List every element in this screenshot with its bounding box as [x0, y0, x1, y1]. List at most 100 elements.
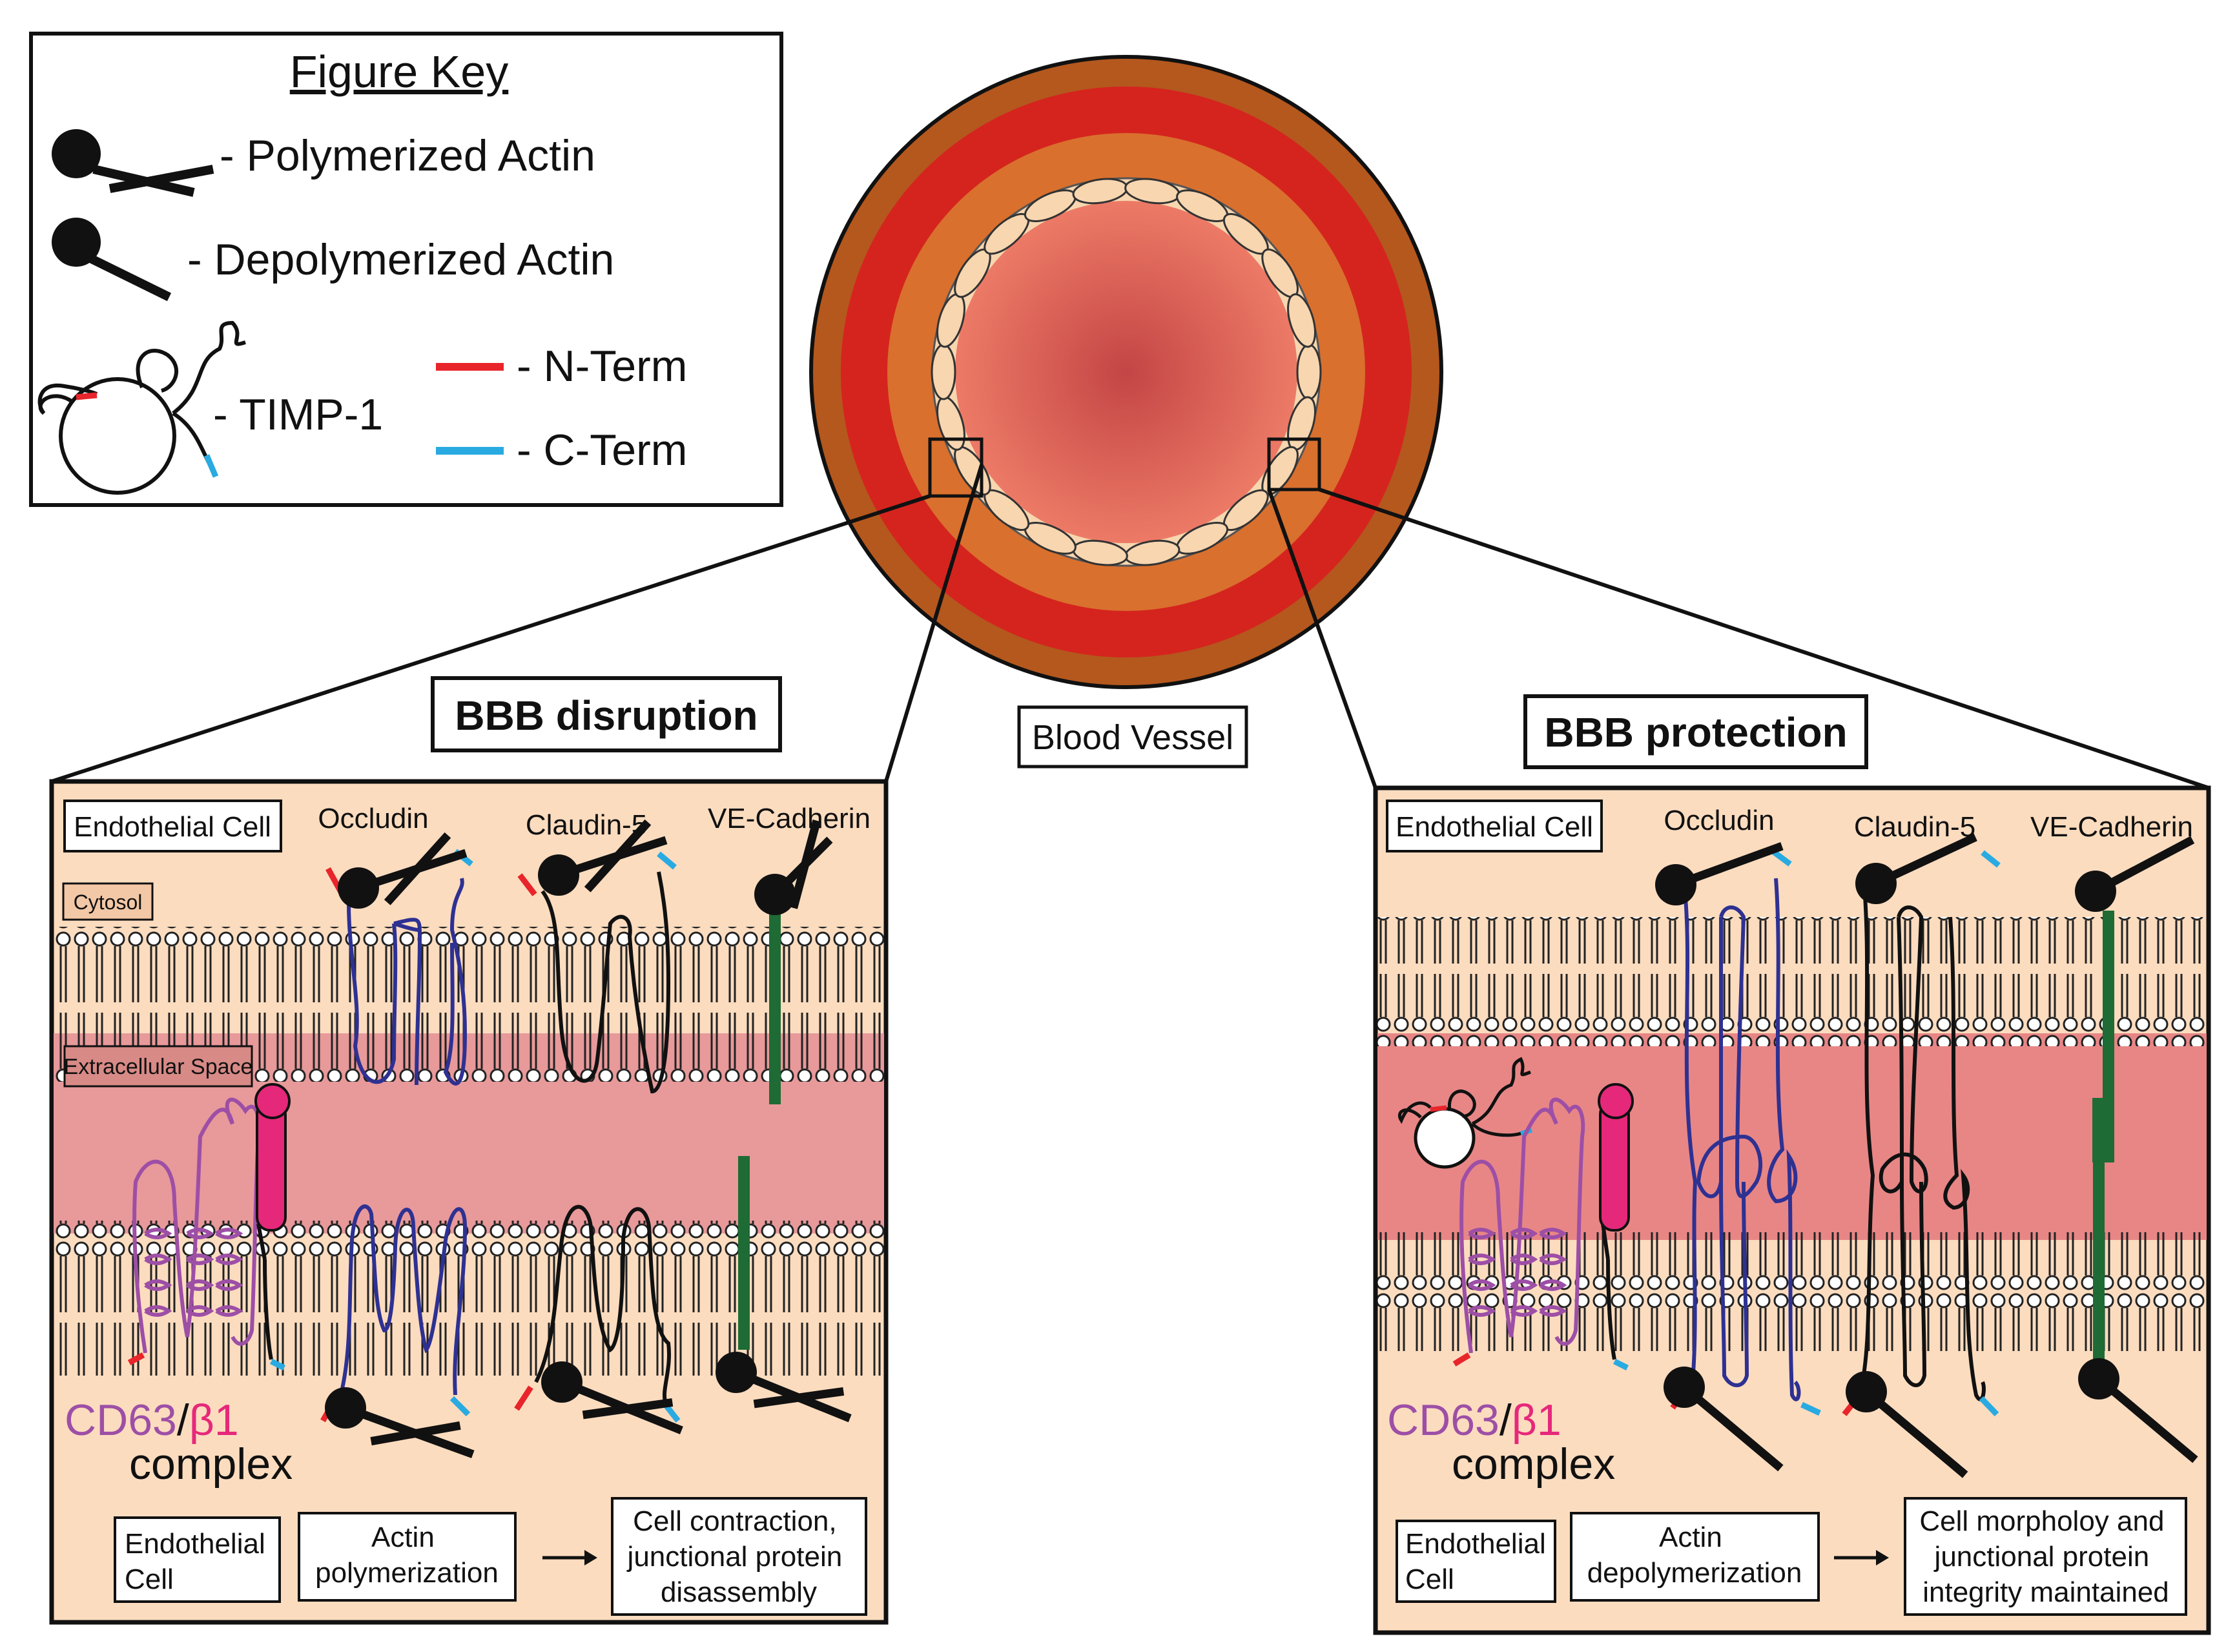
key-polymerized-actin-label: - Polymerized Actin	[220, 131, 595, 180]
endothelial-cell	[1287, 293, 1316, 348]
blood-vessel-cross-section	[809, 55, 1443, 689]
right-flow-box-outcome-text: Cell morpholoy and junctional protein in…	[1919, 1505, 2172, 1608]
left-occludin-label: Occludin	[318, 803, 428, 834]
right-slash-text: /	[1499, 1396, 1512, 1445]
left-cd63-text: CD63	[65, 1396, 177, 1445]
depolymerized-actin-icon	[1664, 1367, 1784, 1472]
left-cytosol-box	[62, 882, 154, 921]
right-upper-membrane	[1377, 917, 2207, 1046]
left-cell-label-box	[63, 800, 282, 852]
key-depolymerized-actin-label: - Depolymerized Actin	[187, 235, 614, 284]
left-actin-filaments	[325, 819, 852, 1458]
depolymerized-actin-icon	[2075, 836, 2195, 912]
left-complex-word: complex	[129, 1440, 293, 1489]
endothelial-cell-ring	[931, 178, 1322, 566]
right-timp1-molecule	[1397, 1057, 1532, 1169]
depolymerized-actin-icon	[1846, 1371, 1968, 1478]
right-claudin5-c-term-lower	[1979, 1396, 1999, 1417]
left-occludin-lower-c-term	[449, 1396, 471, 1417]
polymerized-actin-icon	[538, 819, 668, 896]
left-claudin5-label: Claudin-5	[526, 809, 647, 841]
polymerized-actin-icon	[541, 1361, 683, 1434]
right-cd63-n-term	[1452, 1352, 1471, 1367]
figure-key: Figure Key - Polymerized Actin - Depolym…	[29, 32, 783, 507]
polymerized-actin-icon	[716, 1352, 852, 1423]
right-complex-word: complex	[1452, 1440, 1615, 1489]
right-occludin-c-term-lower	[1800, 1401, 1821, 1416]
right-complex-label: CD63/β1	[1387, 1396, 1561, 1445]
zoom-line-left-inner	[884, 464, 984, 782]
left-extracellular-box	[63, 1045, 253, 1088]
left-claudin5-upper-c-term	[657, 851, 677, 870]
key-polymerized-actin-icon	[52, 129, 214, 197]
right-cd63-text: CD63	[1387, 1396, 1499, 1445]
left-claudin5-upper-n-term	[517, 873, 537, 896]
left-flow-box-cell	[114, 1516, 281, 1603]
figure-key-title: Figure Key	[290, 46, 508, 97]
right-beta1-integrin	[1598, 1083, 1634, 1371]
right-occludin-spanning	[1684, 878, 1801, 1401]
polymerized-actin-icon	[325, 1387, 475, 1458]
depolymerized-actin-icon	[1855, 833, 1977, 904]
right-ve-cadherin-spanning	[2092, 911, 2114, 1363]
right-occludin-label: Occludin	[1664, 805, 1774, 836]
left-occludin-lower	[340, 1204, 468, 1396]
key-depolymerized-actin-icon	[52, 218, 172, 302]
right-panel-title: BBB protection	[1544, 709, 1847, 756]
right-panel-bbb-protection: BBB protection Endothelial Cell Occludin…	[1373, 694, 2211, 1635]
right-flow-box-outcome	[1904, 1497, 2187, 1616]
zoom-line-right-inner	[1267, 488, 1377, 789]
left-claudin5-lower	[534, 1204, 671, 1402]
left-panel-title-box	[431, 676, 782, 752]
right-flow-arrow-icon	[1834, 1550, 1889, 1565]
left-flow-box-cell-text: Endothelial Cell	[125, 1528, 273, 1595]
right-cd63-tetraspanin	[1459, 1097, 1585, 1354]
blood-vessel-label-box	[1017, 705, 1248, 769]
right-claudin5-c-term-upper	[1981, 850, 2001, 868]
left-panel-bbb-disruption: BBB disruption Endothelial Cell Cytosol …	[49, 676, 889, 1625]
blood-vessel-label: Blood Vessel	[1032, 718, 1233, 757]
left-flow-box-outcome	[611, 1497, 867, 1616]
endothelial-cell	[1296, 344, 1322, 400]
left-flow-box-actin-text: Actin polymerization	[315, 1522, 499, 1589]
right-b1-text: β1	[1512, 1396, 1561, 1445]
right-cell-label-box	[1386, 800, 1603, 852]
right-actin-filaments	[1655, 833, 2198, 1478]
endothelial-cell	[931, 344, 956, 400]
left-b1-text: β1	[189, 1396, 239, 1445]
left-ve-cadherin-label: VE-Cadherin	[708, 803, 871, 834]
key-c-term-label: - C-Term	[517, 426, 687, 475]
left-cytosol-label: Cytosol	[74, 891, 143, 914]
zoom-line-left-outer	[51, 494, 931, 783]
right-claudin5-label: Claudin-5	[1854, 811, 1975, 843]
key-timp1-label: - TIMP-1	[213, 390, 383, 439]
depolymerized-actin-icon	[1655, 841, 1784, 905]
left-cell-label: Endothelial Cell	[74, 811, 271, 843]
left-cd63-n-term	[127, 1352, 145, 1365]
left-extracellular-label: Extracellular Space	[64, 1055, 253, 1079]
key-n-term-label: - N-Term	[517, 342, 687, 391]
right-panel-title-box	[1523, 694, 1868, 769]
left-slash-text: /	[177, 1396, 189, 1445]
left-flow-box-actin	[298, 1512, 517, 1602]
right-flow-box-actin-text: Actin depolymerization	[1587, 1522, 1802, 1589]
left-flow-box-outcome-text: Cell contraction, junctional protein dis…	[626, 1505, 850, 1608]
left-claudin5-upper	[541, 871, 671, 1094]
left-beta1-integrin	[254, 1083, 291, 1371]
left-complex-label: CD63/β1	[65, 1396, 239, 1445]
right-ve-cadherin-label: VE-Cadherin	[2030, 811, 2193, 843]
right-occludin-c-term-upper	[1771, 849, 1792, 867]
right-flow-box-cell-text: Endothelial Cell	[1405, 1528, 1554, 1595]
left-occludin-upper	[347, 878, 468, 1086]
left-flow-arrow-icon	[542, 1550, 597, 1565]
right-claudin5-spanning	[1858, 871, 1986, 1401]
right-cell-label: Endothelial Cell	[1396, 811, 1593, 843]
right-extracellular-space	[1377, 1033, 2207, 1240]
polymerized-actin-icon	[338, 832, 468, 909]
depolymerized-actin-icon	[2078, 1358, 2198, 1463]
right-flow-box-actin	[1570, 1512, 1820, 1602]
right-flow-box-cell	[1396, 1520, 1556, 1603]
polymerized-actin-icon	[754, 820, 833, 915]
key-timp1-icon	[37, 320, 246, 495]
